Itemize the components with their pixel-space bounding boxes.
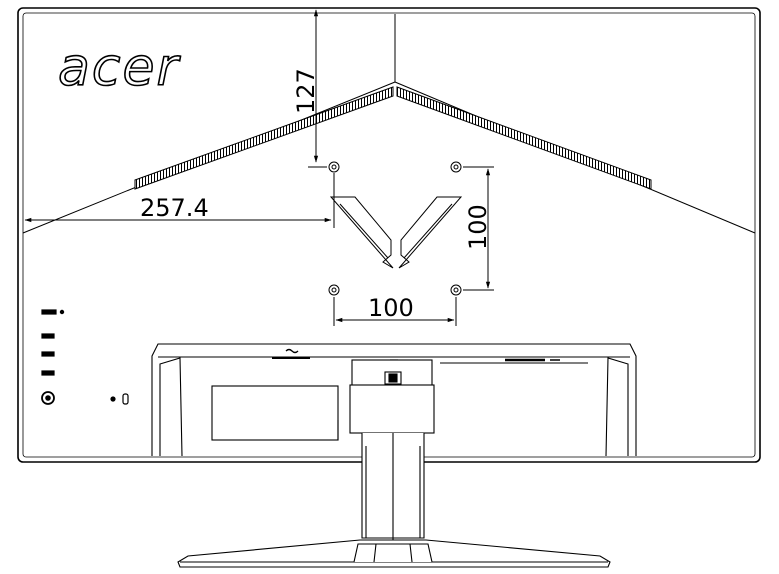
vesa-holes [328,161,462,296]
headphone-jack-icon [41,391,55,405]
stand-hinge [349,359,435,434]
rear-io-housing [151,343,637,457]
audio-port-icon [41,370,55,376]
dimension-100-horizontal [333,297,457,326]
vesa-hole-bottom-left [328,284,340,296]
vent-grille-left [134,86,394,190]
displayport-icon [41,351,55,357]
dimension-100-vertical [463,166,494,291]
hdmi-port-icon [41,333,55,339]
vent-grille-right [396,86,652,190]
acer-logo: acer [58,38,181,98]
vesa-hole-bottom-right [450,284,462,296]
dimension-label-100-horizontal: 100 [368,294,414,322]
stand-neck [361,433,425,540]
vesa-hole-top-right [450,161,462,173]
stand-base [177,539,611,568]
stand [177,359,611,568]
power-ac-icon [285,348,299,354]
vesa-hole-top-left [328,161,340,173]
dimension-257-4 [24,174,335,228]
v-emblem-icon [329,196,463,269]
kensington-lock-icon [110,393,129,405]
usb-port-icon [41,309,65,315]
dimension-label-100-vertical: 100 [464,204,492,250]
dimension-label-127: 127 [292,68,320,114]
side-io-ports [41,309,129,405]
dimension-label-257-4: 257.4 [140,194,209,222]
